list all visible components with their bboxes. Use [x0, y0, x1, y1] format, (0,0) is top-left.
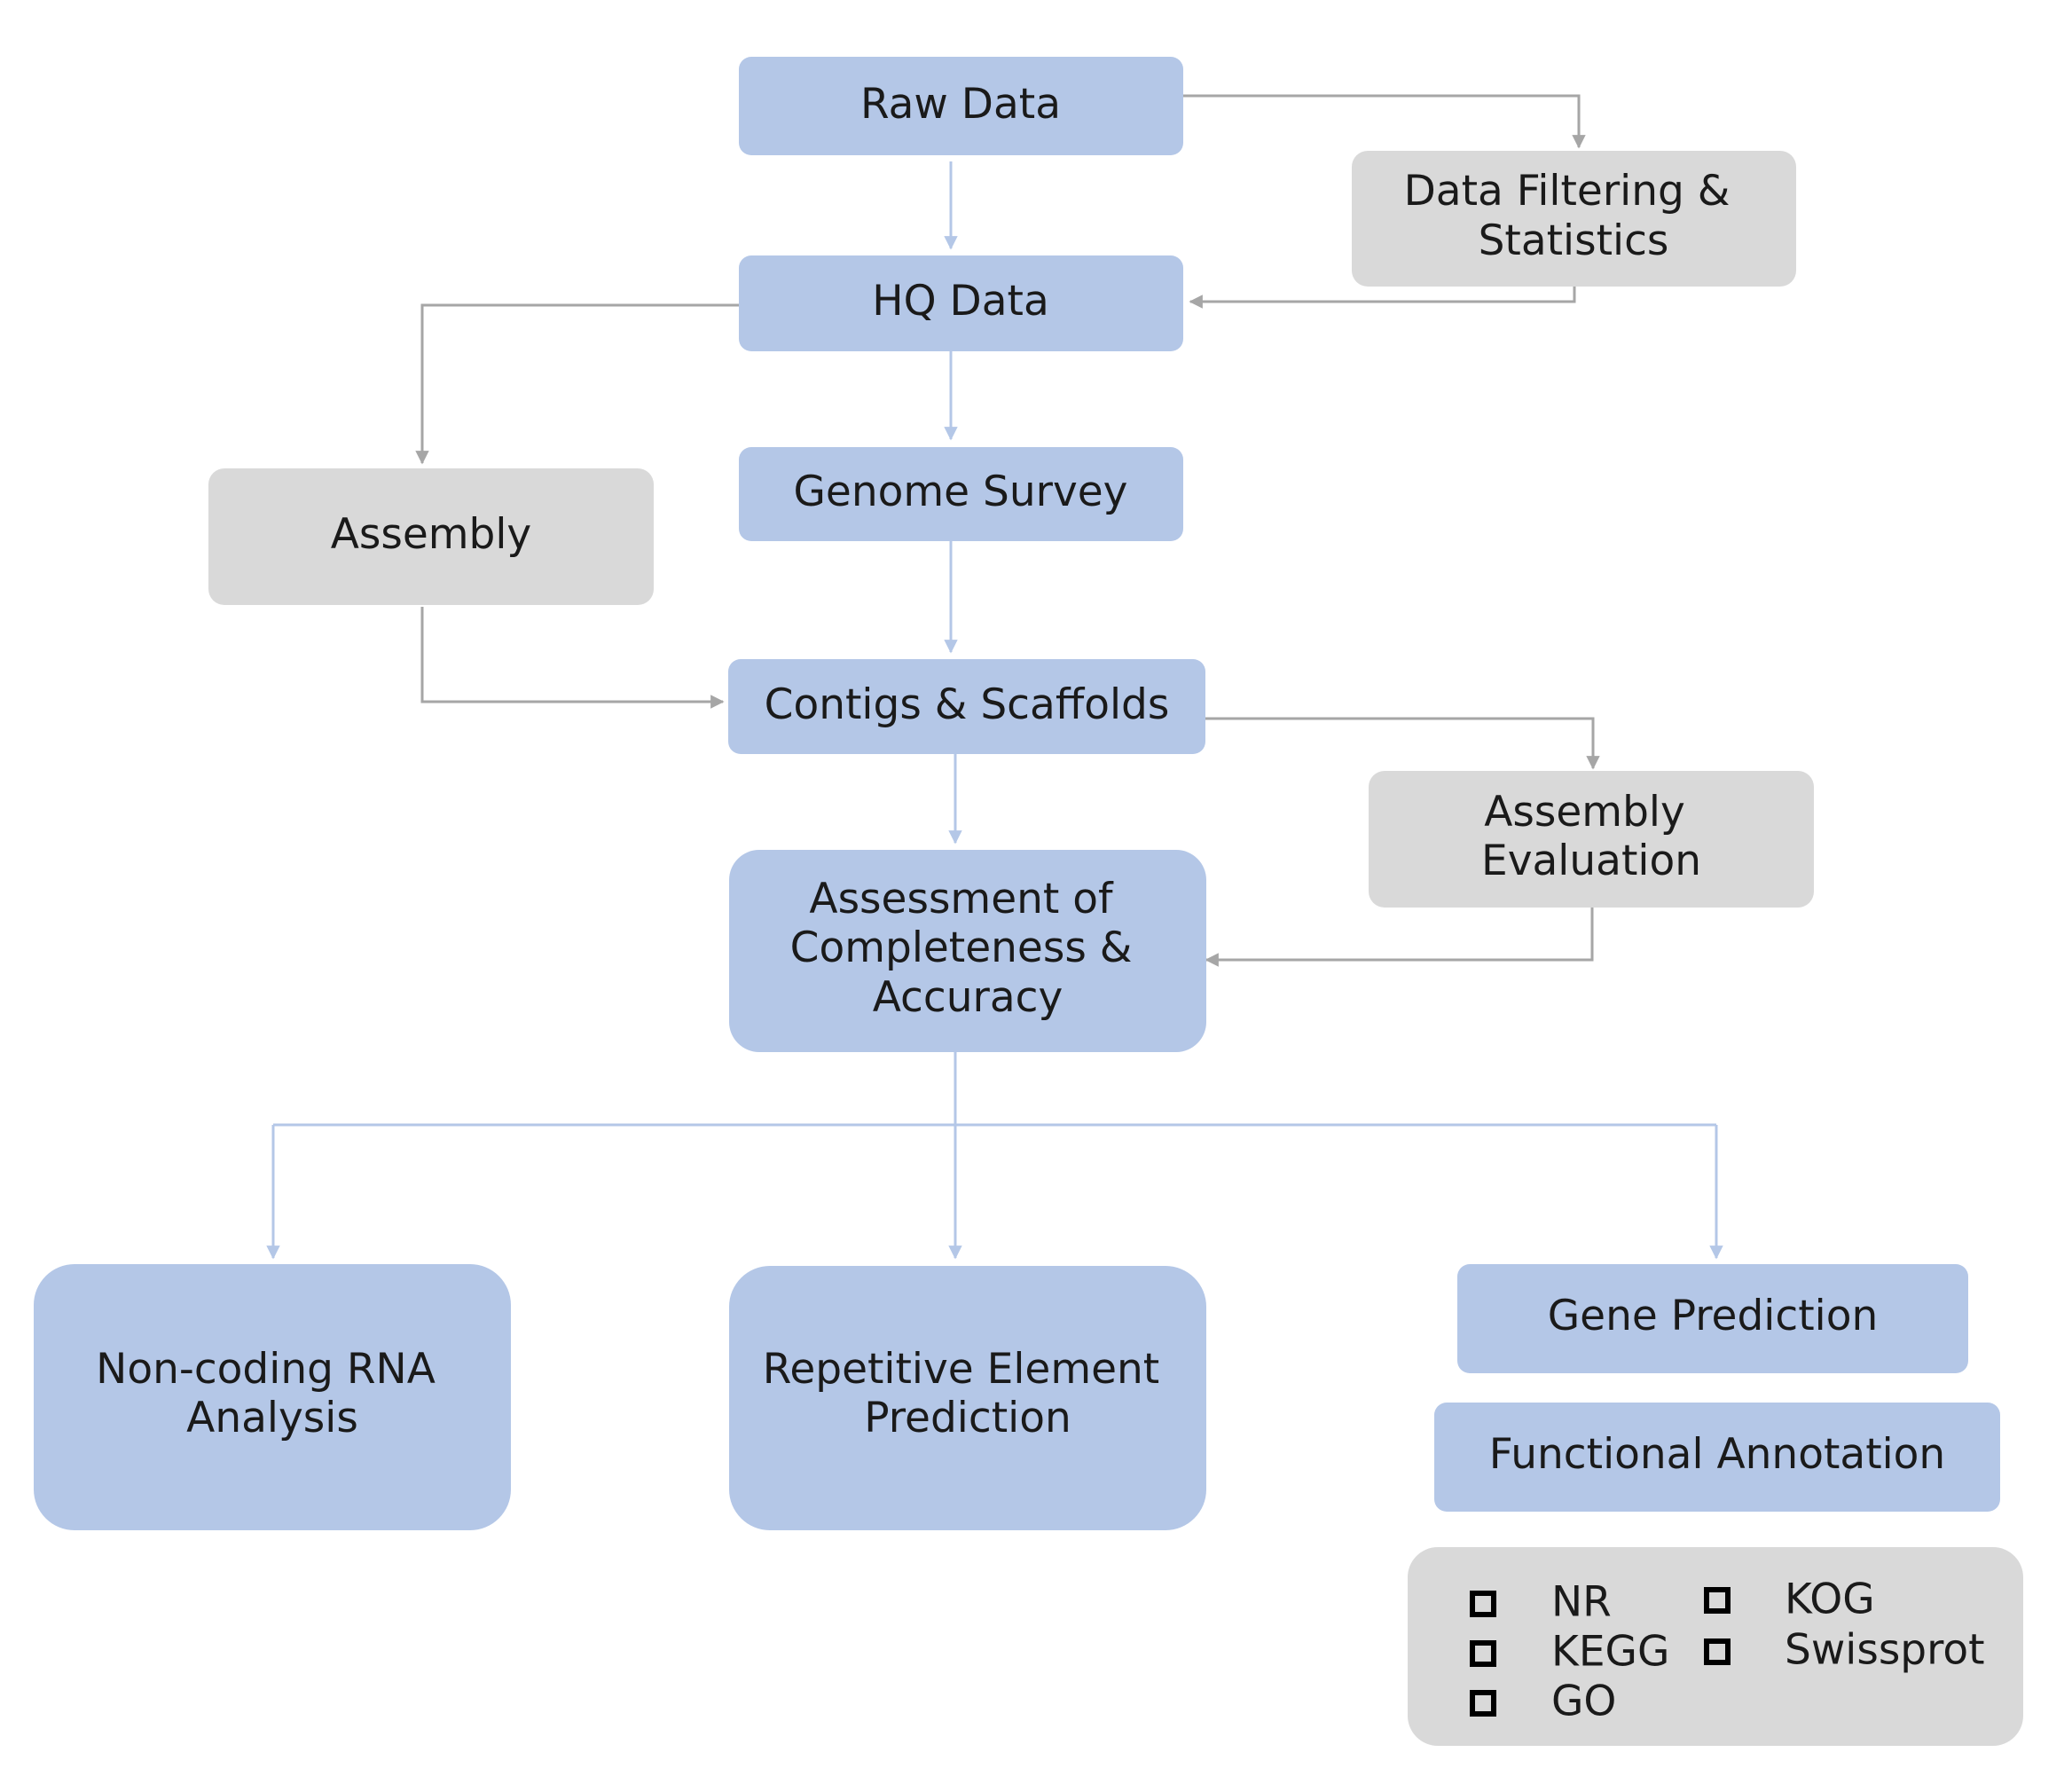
annotation-databases-box: NR KEGG GO KOG Swissprot	[1408, 1547, 2023, 1746]
checkbox-icon	[1470, 1690, 1496, 1717]
node-contigs-scaffolds: Contigs & Scaffolds	[728, 659, 1205, 754]
node-noncoding-rna-label: Non-coding RNA Analysis	[96, 1345, 449, 1442]
edge-assembly-to-contigs	[420, 607, 725, 709]
db-nr-label: NR	[1551, 1578, 1612, 1627]
db-swissprot-label: Swissprot	[1785, 1626, 1985, 1675]
checkbox-icon	[1470, 1591, 1496, 1617]
node-assembly-label: Assembly	[331, 510, 532, 559]
node-assessment-label: Assessment of Completeness & Accuracy	[790, 875, 1146, 1022]
node-contigs-scaffolds-label: Contigs & Scaffolds	[765, 680, 1170, 729]
node-assessment: Assessment of Completeness & Accuracy	[729, 850, 1206, 1052]
node-raw-data: Raw Data	[739, 57, 1183, 155]
node-gene-prediction: Gene Prediction	[1457, 1264, 1968, 1373]
node-functional-annotation: Functional Annotation	[1434, 1403, 2000, 1512]
edge-hq-to-assembly	[415, 303, 761, 465]
edge-filtering-to-hq	[1189, 286, 1576, 309]
edges	[266, 94, 1723, 1260]
db-go-label: GO	[1551, 1678, 1616, 1726]
node-hq-data-label: HQ Data	[872, 277, 1049, 326]
node-data-filtering: Data Filtering & Statistics	[1352, 151, 1796, 287]
node-hq-data: HQ Data	[739, 255, 1183, 351]
node-assembly-evaluation: Assembly Evaluation	[1369, 771, 1814, 908]
node-assembly: Assembly	[208, 468, 654, 605]
db-kegg-label: KEGG	[1551, 1628, 1669, 1677]
node-gene-prediction-label: Gene Prediction	[1548, 1292, 1878, 1340]
node-noncoding-rna: Non-coding RNA Analysis	[34, 1264, 511, 1530]
node-functional-annotation-label: Functional Annotation	[1489, 1430, 1945, 1479]
db-kog-label: KOG	[1785, 1576, 1875, 1624]
checkbox-icon	[1704, 1587, 1731, 1614]
edge-contigs-to-evaluation	[1205, 717, 1600, 770]
node-assembly-evaluation-label: Assembly Evaluation	[1481, 788, 1701, 885]
node-repetitive-element: Repetitive Element Prediction	[729, 1266, 1206, 1530]
node-raw-data-label: Raw Data	[860, 80, 1061, 129]
node-repetitive-element-label: Repetitive Element Prediction	[763, 1345, 1173, 1442]
checkbox-icon	[1470, 1640, 1496, 1667]
node-genome-survey: Genome Survey	[739, 447, 1183, 541]
edge-raw-to-filtering	[1182, 94, 1586, 149]
edge-evaluation-to-assessment	[1205, 905, 1594, 967]
node-data-filtering-label: Data Filtering & Statistics	[1404, 167, 1744, 265]
node-genome-survey-label: Genome Survey	[793, 468, 1127, 516]
checkbox-icon	[1704, 1638, 1731, 1665]
